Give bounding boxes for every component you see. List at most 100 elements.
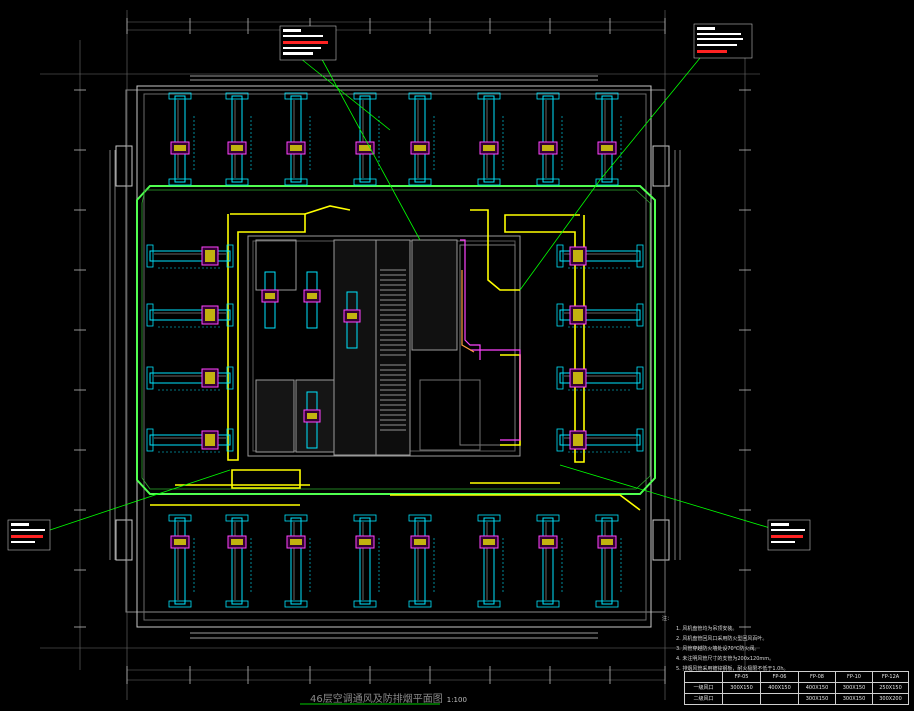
fcu-duct	[359, 517, 371, 605]
fcu-outlet	[353, 514, 377, 522]
fcu-outlet	[225, 514, 249, 522]
fcu-coil	[573, 309, 583, 321]
fcu-outlet	[225, 600, 249, 608]
callout-leaders	[49, 51, 771, 531]
fcu-outlet	[556, 303, 564, 327]
fcu-duct	[149, 309, 231, 321]
fcu-outlet	[146, 303, 154, 327]
fcu-coil	[231, 539, 243, 545]
schedule-cell: 300X200	[879, 696, 902, 702]
fcu-coil	[573, 372, 583, 384]
fcu-outlet	[146, 244, 154, 268]
fcu-coil	[307, 293, 317, 299]
fcu-outlet	[636, 366, 644, 390]
fcu-outlet	[225, 178, 249, 186]
schedule-cell: 400X150	[799, 683, 836, 694]
schedule-row: 一级风口 300X150 400X150 400X150 300X150 250…	[685, 683, 908, 694]
schedule-cell: 二级风口	[685, 694, 723, 705]
fcu-duct	[290, 95, 302, 183]
schedule-cell	[723, 694, 761, 705]
fcu-outlet	[225, 92, 249, 100]
drawing-title-text: 46层空调通风及防排烟平面图	[310, 694, 443, 705]
note-item: 2. 风机盘管回风口采用防火型回风百叶。	[676, 636, 768, 642]
axis-grid	[40, 10, 760, 700]
supply-air-main	[150, 205, 641, 511]
fan-coil-units-top	[168, 92, 622, 186]
axis-ticks	[74, 18, 751, 684]
fcu-coil	[542, 145, 554, 151]
fcu-coil	[205, 250, 215, 262]
fcu-duct	[559, 309, 641, 321]
fcu-duct	[542, 517, 554, 605]
fcu-duct	[414, 517, 426, 605]
fcu-outlet	[284, 514, 308, 522]
fcu-duct	[149, 434, 231, 446]
general-notes: 注： 1. 风机盘管均为吊顶安装。 2. 风机盘管回风口采用防火型回风百叶。 3…	[662, 614, 788, 674]
fcu-coil	[414, 145, 426, 151]
schedule-header-cell: FP-12A	[881, 674, 900, 680]
fcu-duct	[414, 95, 426, 183]
fcu-duct	[149, 372, 231, 384]
fcu-outlet	[353, 92, 377, 100]
fcu-outlet	[226, 428, 234, 452]
fcu-outlet	[226, 303, 234, 327]
fcu-coil	[265, 293, 275, 299]
fcu-duct	[559, 434, 641, 446]
schedule-header-row: FP-05 FP-06 FP-08 FP-10 FP-12A	[685, 672, 908, 683]
schedule-cell: 400X150	[761, 683, 799, 694]
fcu-outlet	[226, 244, 234, 268]
fcu-coil	[290, 145, 302, 151]
fcu-outlet	[536, 178, 560, 186]
fcu-coil	[290, 539, 302, 545]
fcu-coil	[359, 145, 371, 151]
schedule-header-cell: FP-06	[761, 672, 799, 683]
fcu-coil	[483, 145, 495, 151]
fcu-outlet	[146, 366, 154, 390]
fcu-coil	[307, 413, 317, 419]
outlet-schedule-table: FP-05 FP-06 FP-08 FP-10 FP-12A 一级风口 300X…	[684, 671, 909, 705]
fcu-duct	[601, 95, 613, 183]
fcu-duct	[359, 95, 371, 183]
fcu-duct	[149, 250, 231, 262]
fcu-outlet	[636, 303, 644, 327]
schedule-header-cell: FP-05	[723, 672, 761, 683]
fcu-duct	[174, 517, 186, 605]
drawing-scale: 1:100	[446, 696, 467, 704]
fcu-duct	[231, 517, 243, 605]
building-core	[247, 235, 521, 457]
fan-coil-units-bottom	[168, 514, 622, 608]
stair-treads	[380, 269, 406, 431]
fcu-coil	[347, 313, 357, 319]
callout-box-top-right	[693, 23, 753, 59]
fcu-outlet	[556, 428, 564, 452]
schedule-cell	[761, 694, 799, 705]
fcu-outlet	[595, 92, 619, 100]
fcu-outlet	[353, 600, 377, 608]
fcu-outlet	[595, 514, 619, 522]
fcu-duct	[174, 95, 186, 183]
fcu-outlet	[226, 366, 234, 390]
schedule-cell: 300X150	[799, 694, 836, 705]
fcu-outlet	[536, 92, 560, 100]
fcu-coil	[601, 539, 613, 545]
kitchen-exhaust-duct	[460, 239, 521, 441]
fcu-outlet	[168, 514, 192, 522]
fcu-coil	[573, 434, 583, 446]
schedule-header-cell: FP-10	[836, 672, 873, 683]
fcu-outlet	[595, 600, 619, 608]
fcu-outlet	[477, 92, 501, 100]
schedule-row: 二级风口 300X150 300X150 300X200	[685, 694, 908, 705]
fcu-coil	[174, 145, 186, 151]
smoke-exhaust-duct	[136, 185, 656, 495]
schedule-cell: 300X150	[723, 683, 761, 694]
fcu-coil	[414, 539, 426, 545]
fcu-outlet	[536, 600, 560, 608]
fcu-coil	[205, 434, 215, 446]
fcu-outlet	[636, 428, 644, 452]
building-walls	[109, 75, 681, 639]
fcu-outlet	[168, 178, 192, 186]
fcu-outlet	[595, 178, 619, 186]
fcu-outlet	[556, 244, 564, 268]
note-item: 3. 风管穿越防火墙处设70℃防火阀。	[676, 646, 760, 652]
